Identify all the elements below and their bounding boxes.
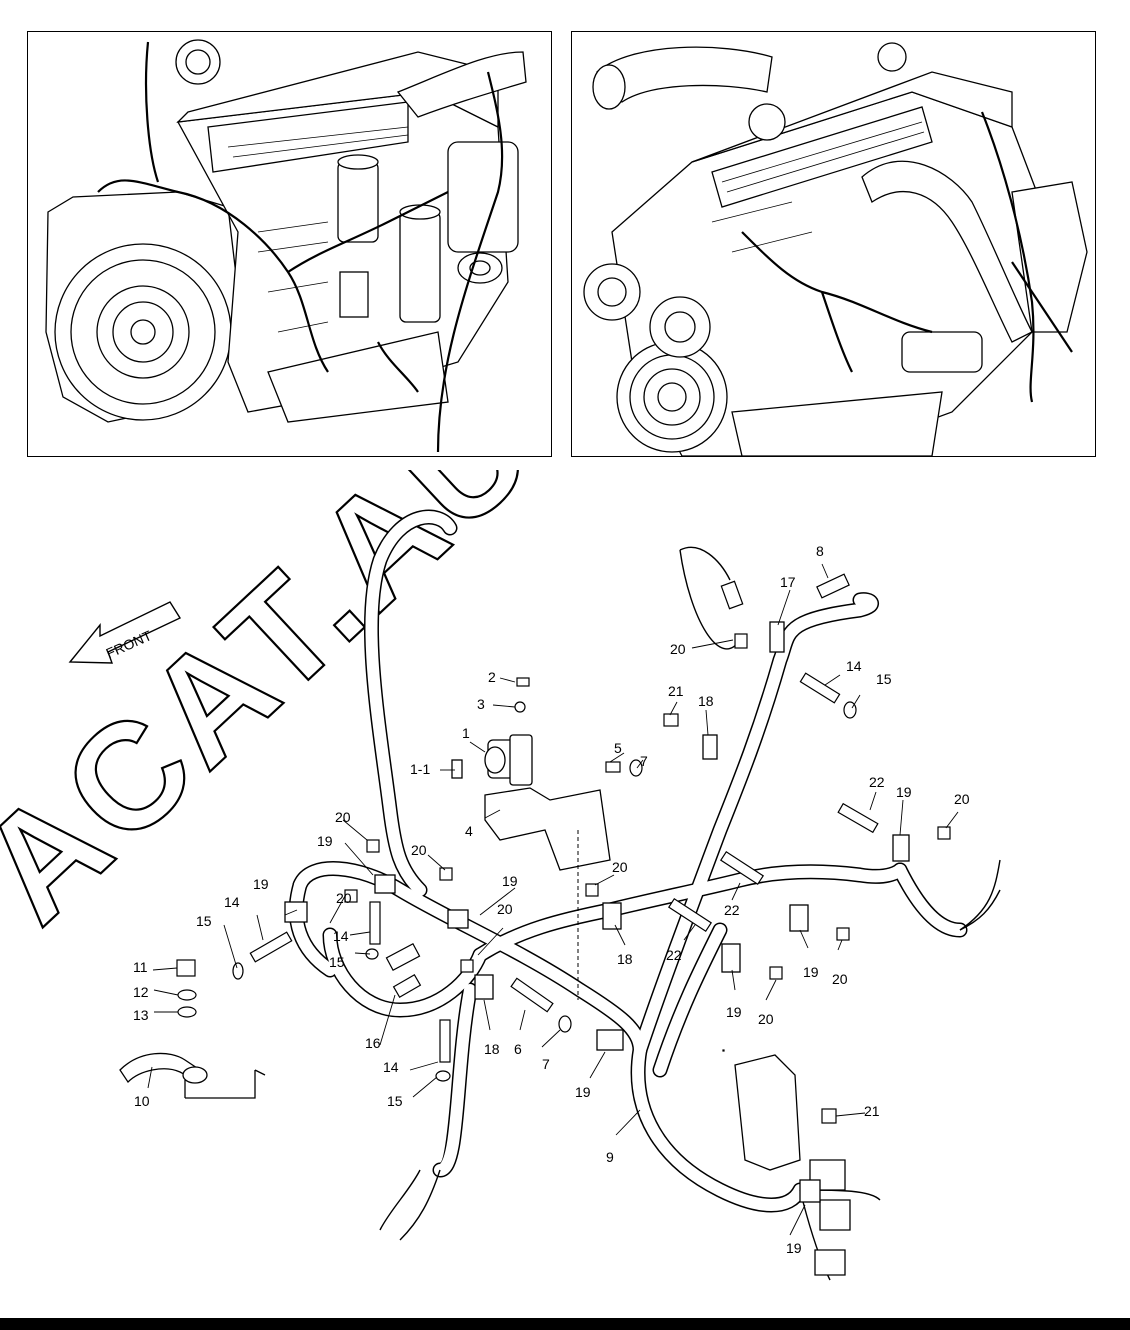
label-15-b: 15 (387, 1093, 403, 1109)
label-9: 9 (606, 1149, 614, 1165)
label-12: 12 (133, 984, 149, 1000)
label-17: 17 (780, 574, 796, 590)
label-20-h: 20 (335, 809, 351, 825)
label-20-i: 20 (411, 842, 427, 858)
ground-cable (119, 1052, 266, 1099)
label-8: 8 (816, 543, 824, 559)
label-4: 4 (465, 823, 473, 839)
harness-tube-fill (290, 511, 966, 1211)
label-1-1: 1-1 (410, 761, 430, 777)
label-14-b: 14 (383, 1059, 399, 1075)
label-18-c: 18 (484, 1041, 500, 1057)
label-14-d: 14 (224, 894, 240, 910)
label-19-a: 19 (896, 784, 912, 800)
label-2: 2 (488, 669, 496, 685)
label-7-bottom: 7 (542, 1056, 550, 1072)
label-10: 10 (134, 1093, 150, 1109)
label-1: 1 (462, 725, 470, 741)
label-15-d: 15 (196, 913, 212, 929)
label-18-b: 18 (617, 951, 633, 967)
bottom-rule (0, 1318, 1130, 1330)
engine-view-left (27, 31, 552, 457)
label-20-g: 20 (336, 890, 352, 906)
label-22-b: 22 (724, 902, 740, 918)
label-20-a: 20 (670, 641, 686, 657)
engine-view-right (571, 31, 1096, 457)
label-20-b: 20 (954, 791, 970, 807)
label-21-b: 21 (864, 1103, 880, 1119)
label-19-e: 19 (786, 1240, 802, 1256)
engine-right-drawing (583, 42, 1088, 456)
label-18-a: 18 (698, 693, 714, 709)
label-15-c: 15 (329, 954, 345, 970)
label-19-b: 19 (726, 1004, 742, 1020)
label-20-d: 20 (758, 1011, 774, 1027)
label-14-c: 14 (333, 928, 349, 944)
label-19-g: 19 (317, 833, 333, 849)
label-19-d: 19 (575, 1084, 591, 1100)
label-5: 5 (614, 740, 622, 756)
front-arrow: FRONT (68, 601, 182, 664)
label-16: 16 (365, 1035, 381, 1051)
label-20-f: 20 (497, 901, 513, 917)
clamps (284, 621, 910, 1203)
label-19-f: 19 (502, 873, 518, 889)
label-7-top: 7 (640, 753, 648, 769)
label-3: 3 (477, 696, 485, 712)
label-20-c: 20 (612, 859, 628, 875)
label-15-a: 15 (876, 671, 892, 687)
label-20-e: 20 (832, 971, 848, 987)
label-19-h: 19 (253, 876, 269, 892)
harness-exploded-diagram: FRONT ACAT.AUTODEAL (0, 470, 1042, 1281)
leader-lines (147, 563, 959, 1236)
label-14-a: 14 (846, 658, 862, 674)
label-11: 11 (133, 959, 148, 975)
label-22-a: 22 (869, 774, 885, 790)
label-19-c: 19 (803, 964, 819, 980)
label-6: 6 (514, 1041, 522, 1057)
part-labels: 2 3 1 1-1 4 5 7 8 17 20 14 15 21 18 22 1… (133, 543, 970, 1256)
engine-left-drawing (45, 39, 527, 453)
fasteners (176, 573, 951, 1124)
ecu-connector (734, 1054, 851, 1276)
label-21-a: 21 (668, 683, 684, 699)
label-13: 13 (133, 1007, 149, 1023)
label-22-c: 22 (666, 947, 682, 963)
relay-assembly (451, 734, 611, 871)
